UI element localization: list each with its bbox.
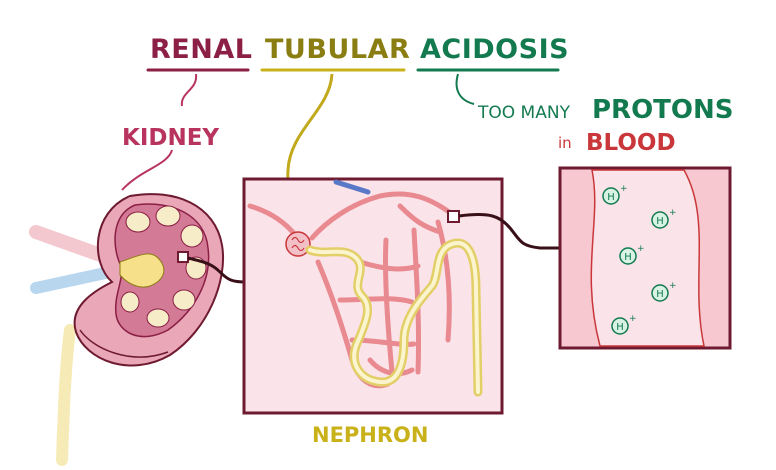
nephron-label: NEPHRON: [312, 423, 428, 447]
renal-tubule-lumen: [308, 241, 480, 394]
blood-label: BLOOD: [586, 130, 676, 156]
proton-charge: +: [669, 208, 677, 218]
proton-marker: H+: [619, 244, 645, 265]
proton-charge: +: [637, 244, 645, 254]
kidney-pyramids: [120, 205, 207, 328]
blood-panel: H+H+H+H+H+: [558, 166, 732, 350]
title-tubular: TUBULAR: [265, 34, 410, 65]
glomerulus: [285, 231, 311, 257]
ureter: [56, 324, 76, 466]
proton-marker: H+: [651, 281, 677, 302]
proton-marker: H+: [611, 314, 637, 335]
proton-charge: +: [620, 184, 628, 194]
kidney-lower-edge: [79, 329, 169, 358]
title-group: RENAL TUBULAR ACIDOSIS: [146, 34, 569, 72]
kidney-pointer: [121, 149, 173, 191]
title-acidosis: ACIDOSIS: [420, 34, 569, 65]
kidney-illustration: [29, 193, 224, 466]
renal-artery: [30, 266, 116, 294]
protons-label: PROTONS: [592, 95, 734, 125]
proton-charge: +: [669, 281, 677, 291]
proton-group: H+H+H+H+H+: [602, 184, 677, 335]
proton-circle: [602, 187, 620, 205]
proton-charge: +: [629, 314, 637, 324]
nephron-to-blood-link: [458, 213, 560, 250]
nephron-zoom-marker: [447, 210, 460, 223]
proton-circle: [651, 284, 669, 302]
proton-symbol: H: [656, 216, 664, 227]
nephron-vein: [333, 179, 371, 195]
proton-circle: [619, 247, 637, 265]
proton-marker: H+: [602, 184, 628, 205]
nephron-panel: [242, 177, 504, 415]
kidney-zoom-marker: [177, 251, 189, 263]
kidney-label: KIDNEY: [122, 125, 219, 151]
peritubular-capillaries: [247, 191, 455, 389]
proton-marker: H+: [651, 208, 677, 229]
title-renal: RENAL: [150, 34, 252, 65]
glomerulus-loops: [291, 236, 305, 252]
proton-circle: [611, 317, 629, 335]
proton-symbol: H: [607, 192, 615, 203]
proton-symbol: H: [656, 289, 664, 300]
too-many-label: TOO MANY: [477, 103, 571, 123]
kidney-to-nephron-link: [187, 256, 247, 284]
renal-pelvis: [119, 253, 165, 288]
renal-connector: [180, 73, 198, 107]
proton-symbol: H: [616, 322, 624, 333]
blood-vessel-lumen: [590, 169, 705, 347]
acidosis-connector: [455, 73, 475, 105]
proton-symbol: H: [624, 252, 632, 263]
proton-circle: [651, 211, 669, 229]
in-label: in: [558, 134, 572, 152]
